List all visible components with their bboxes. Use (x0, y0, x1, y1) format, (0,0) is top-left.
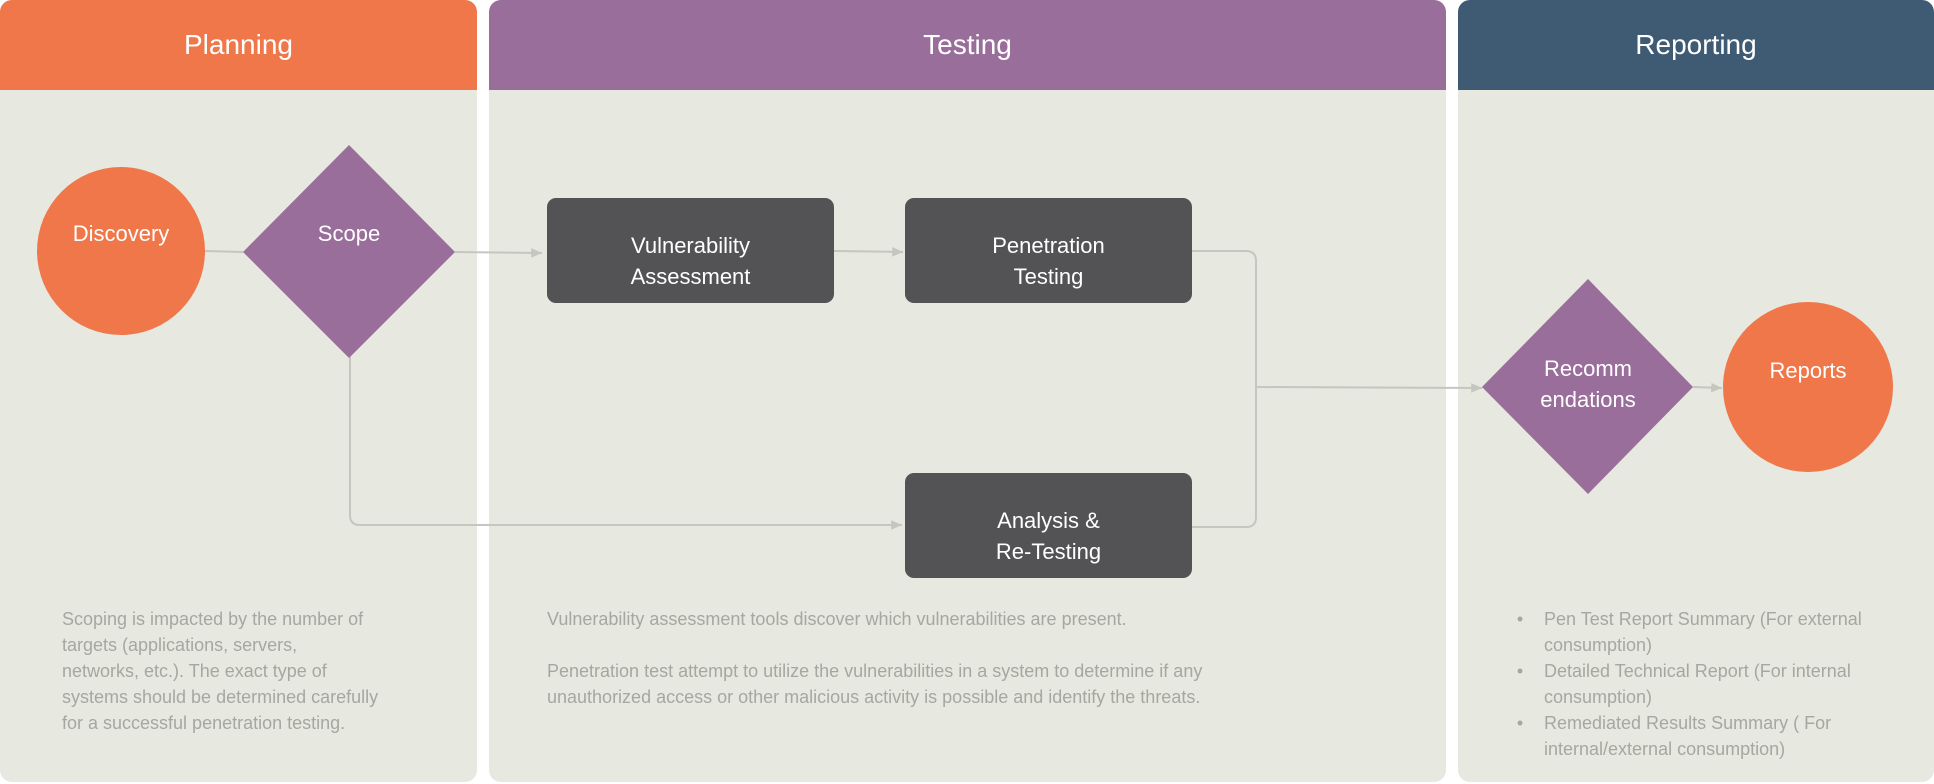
connector-scope-analysis (349, 356, 902, 530)
discovery-label: Discovery (72, 221, 170, 246)
report-type-item: Remediated Results Summary ( Forinternal… (1514, 710, 1924, 762)
testing-description: Vulnerability assessment tools discover … (547, 606, 1427, 710)
report-type-item: Detailed Technical Report (For internalc… (1514, 658, 1924, 710)
recommendations-node (1482, 279, 1693, 494)
connector-discovery-scope (204, 250, 244, 253)
report-types-list: Pen Test Report Summary (For externalcon… (1514, 606, 1924, 762)
analysis-retesting-label: Analysis &Re-Testing (995, 508, 1102, 564)
testing-description-p2-line: Penetration test attempt to utilize the … (547, 661, 1203, 681)
scope-node (243, 145, 455, 358)
reports-node (1723, 302, 1893, 472)
testing-header: Testing (489, 0, 1446, 90)
vulnerability-assessment-node (547, 198, 834, 303)
connector-merge-recommendations (1255, 383, 1483, 393)
connector-penetration-merge (1192, 250, 1257, 387)
connector-analysis-merge (1192, 387, 1257, 528)
reporting-description: Pen Test Report Summary (For externalcon… (1514, 606, 1924, 762)
connector-vulnerability-penetration (833, 247, 904, 257)
planning-description-line: targets (applications, servers, (62, 635, 298, 655)
discovery-node (37, 167, 205, 335)
planning-description-line: for a successful penetration testing. (62, 713, 346, 733)
report-type-item: Pen Test Report Summary (For externalcon… (1514, 606, 1924, 658)
planning-lane: Planning (0, 0, 477, 782)
penetration-testing-node (905, 198, 1192, 303)
reports-label: Reports (1769, 358, 1847, 383)
testing-description-p1: Vulnerability assessment tools discover … (547, 609, 1127, 629)
planning-description-line: Scoping is impacted by the number of (62, 609, 364, 629)
testing-description-p2-line: unauthorized access or other malicious a… (547, 687, 1201, 707)
analysis-retesting-node (905, 473, 1192, 578)
connector-scope-vulnerability (454, 248, 543, 258)
planning-description: Scoping is impacted by the number of tar… (62, 606, 462, 736)
planning-header: Planning (0, 0, 477, 90)
scope-label: Scope (317, 221, 381, 246)
testing-lane: Testing (489, 0, 1446, 782)
reporting-header: Reporting (1458, 0, 1934, 90)
planning-description-line: networks, etc.). The exact type of (62, 661, 327, 681)
planning-description-line: systems should be determined carefully (62, 687, 379, 707)
connector-recommendations-reports (1692, 382, 1723, 393)
